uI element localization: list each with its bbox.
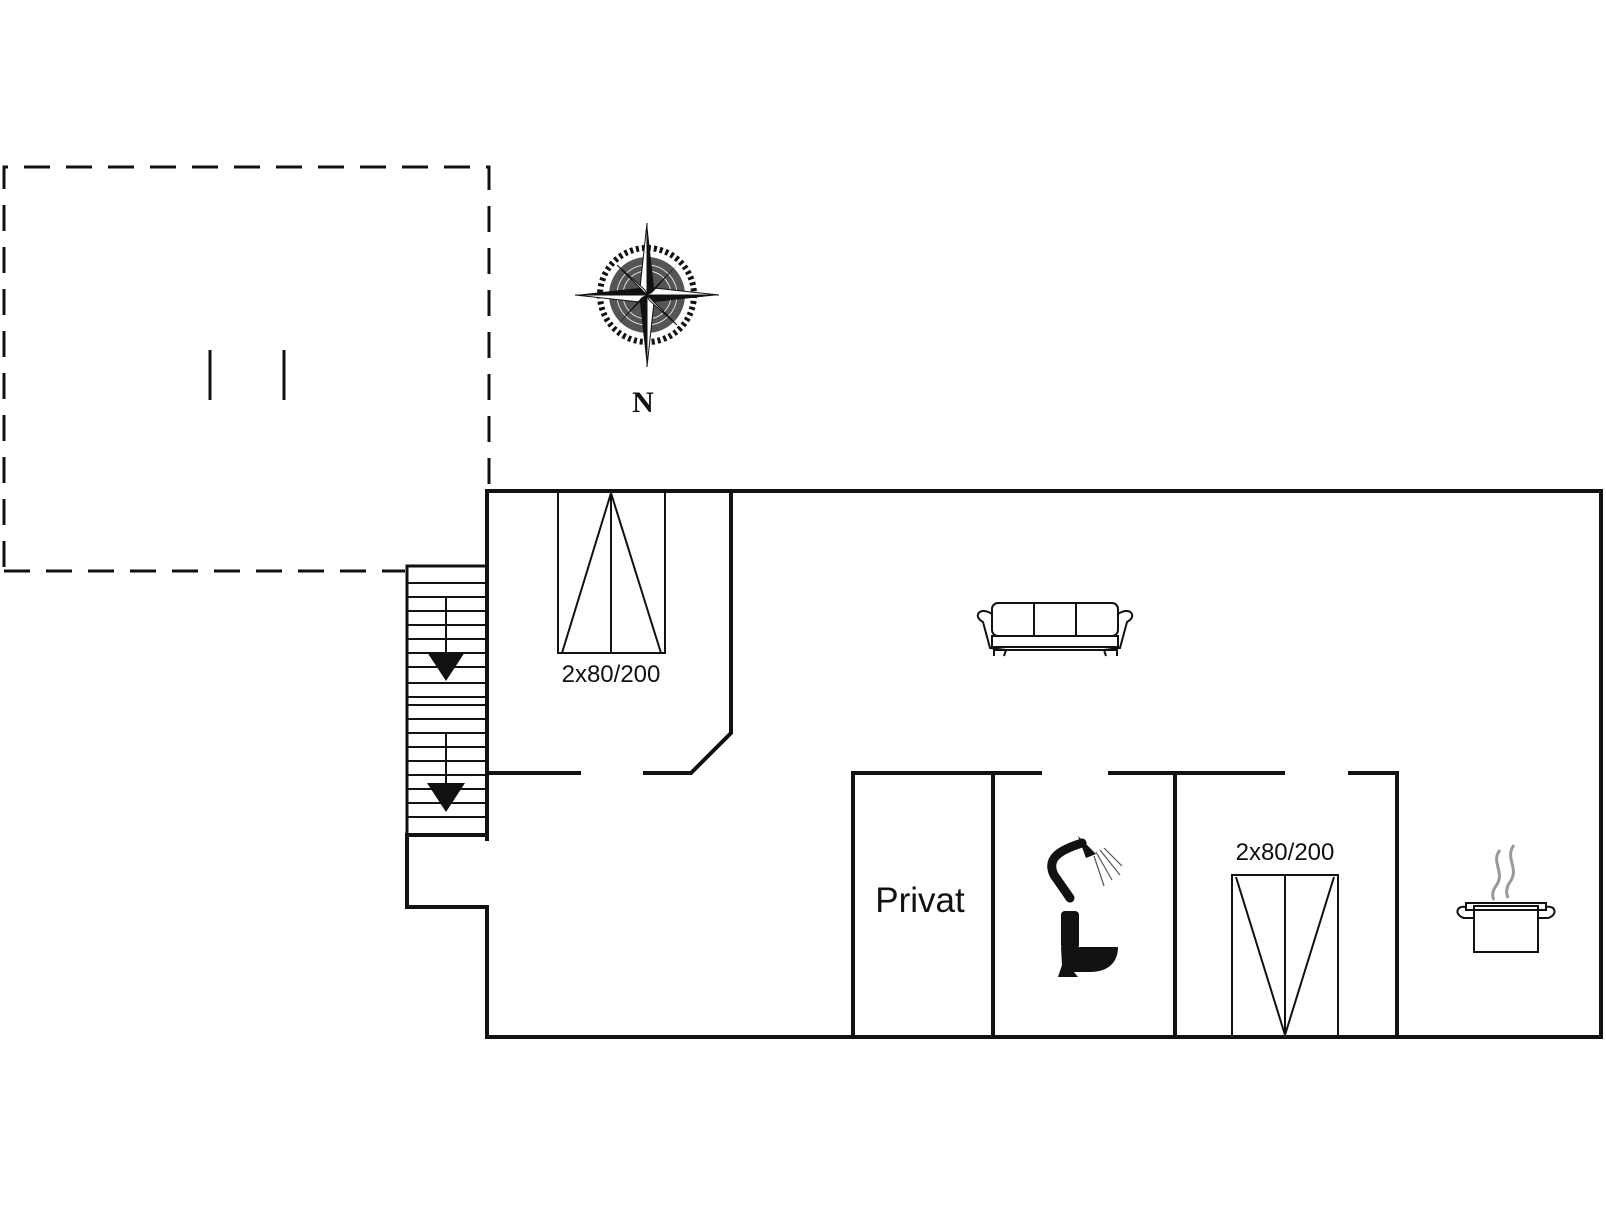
shower-icon [1047,836,1123,903]
interior-walls [485,489,1399,1039]
north-label: N [632,386,654,419]
terrace-outline [2,165,491,573]
cooking-pot-icon [1456,844,1556,953]
down-arrow-icon [427,597,465,681]
toilet-icon [1058,911,1118,977]
twin-bed-icon [557,490,666,654]
exterior-stairs [405,564,489,837]
down-arrow-icon [427,733,465,812]
compass-rose-icon [574,222,720,368]
bed-size-label: 2x80/200 [1236,839,1335,866]
sofa-icon [976,602,1134,657]
private-room-label: Privat [875,881,965,920]
twin-bed-icon [1231,874,1339,1038]
bed-size-label: 2x80/200 [562,661,661,688]
